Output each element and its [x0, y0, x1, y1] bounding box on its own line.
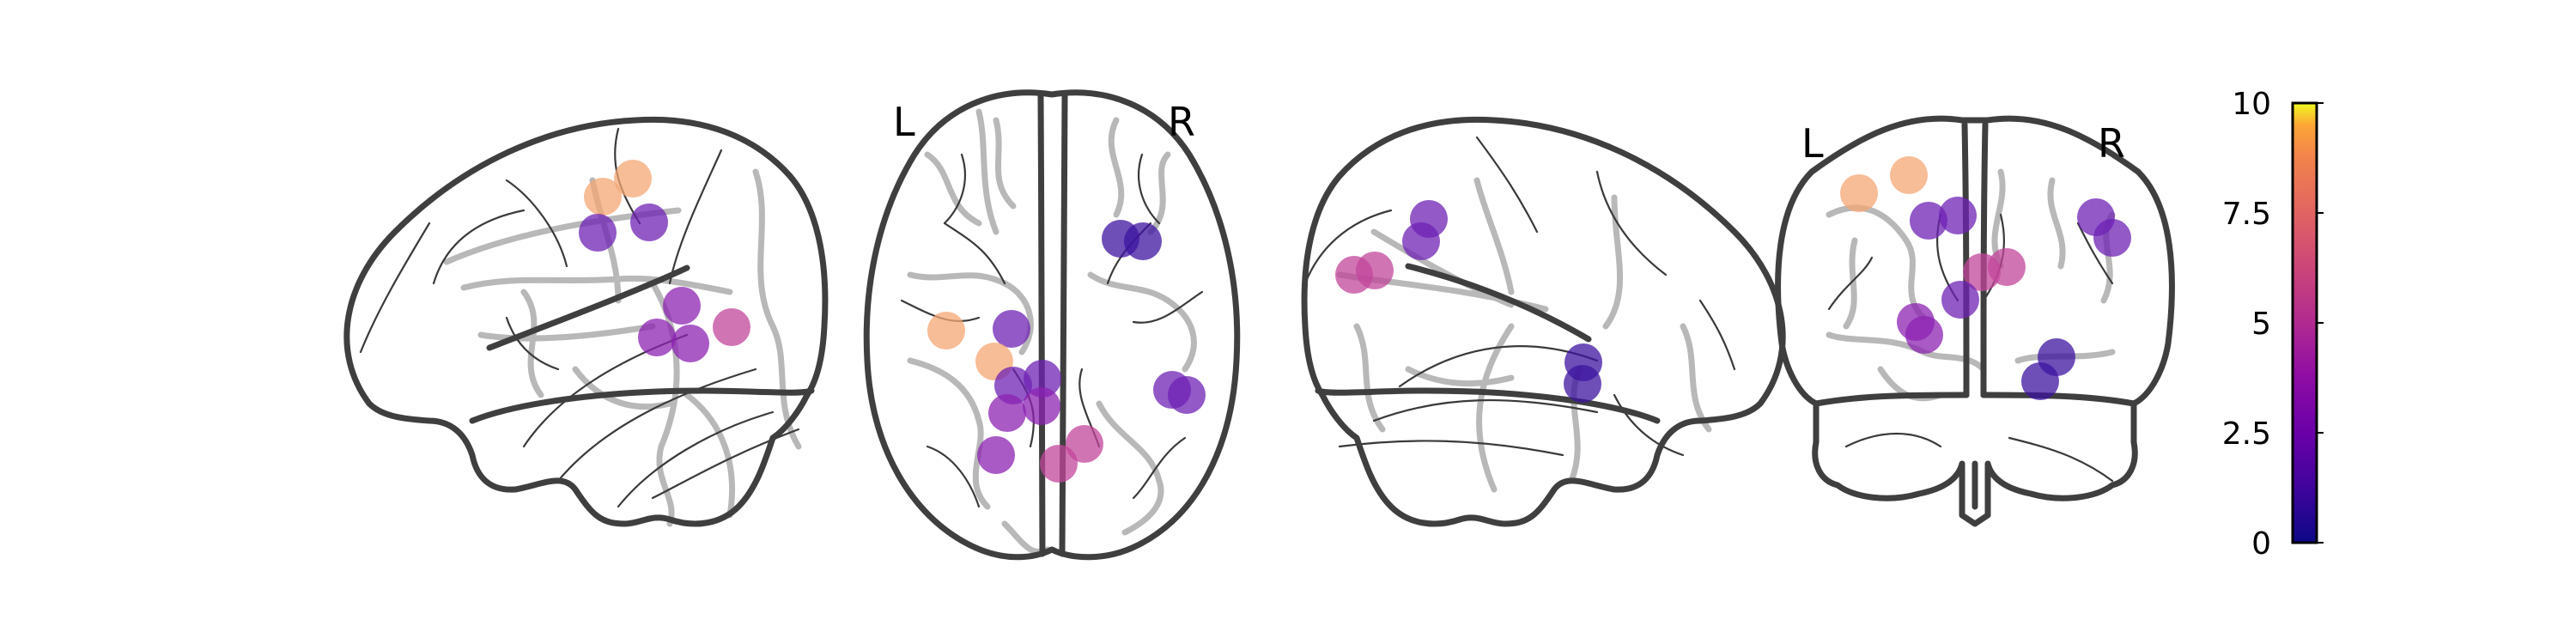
sagittal-left-inner-lines — [359, 127, 800, 508]
coronal-markers — [1840, 156, 2131, 400]
region-marker — [1988, 248, 2026, 286]
region-marker — [1905, 316, 1943, 354]
region-marker — [1356, 252, 1394, 289]
region-marker — [1066, 425, 1103, 463]
colorbar-tick-label: 0 — [2251, 526, 2271, 562]
sagittal-right-gray-sulci — [1336, 177, 1712, 493]
region-marker — [927, 312, 965, 349]
sagittal-right-view — [1301, 116, 1786, 527]
region-marker — [584, 178, 622, 216]
sagittal-right-markers — [1335, 200, 1602, 403]
region-marker — [977, 436, 1015, 474]
colorbar-ticks — [2317, 102, 2324, 544]
coronal-outline — [1775, 115, 2175, 527]
colorbar-tick-label: 10 — [2232, 87, 2271, 122]
axial-midline — [1037, 93, 1068, 557]
coronal-left-label: L — [1801, 120, 1824, 167]
region-marker — [579, 214, 617, 252]
region-marker — [630, 204, 668, 241]
colorbar-gradient — [2291, 101, 2318, 544]
region-marker — [1168, 376, 1206, 414]
region-marker — [1040, 445, 1078, 483]
region-marker — [663, 287, 701, 325]
sagittal-left-markers — [579, 160, 750, 362]
sagittal-left-cerebellum-line — [469, 387, 815, 424]
axial-gray-sulci — [907, 108, 1197, 556]
sagittal-left-sylvian-fissure — [486, 264, 690, 351]
coronal-right-label: R — [2098, 120, 2125, 167]
region-marker — [988, 394, 1026, 432]
colorbar-tick-label: 7.5 — [2222, 197, 2271, 232]
region-marker — [1124, 222, 1162, 260]
sagittal-right-sylvian-fissure — [1405, 263, 1592, 343]
region-marker — [993, 310, 1030, 348]
region-marker — [671, 325, 709, 362]
region-marker — [1910, 202, 1947, 240]
region-marker — [1564, 365, 1601, 403]
axial-right-label: R — [1168, 99, 1195, 145]
axial-view: L R — [863, 89, 1241, 561]
sagittal-right-cerebellum-line — [1315, 387, 1661, 424]
region-marker — [1840, 174, 1878, 212]
coronal-view: L R — [1775, 115, 2175, 527]
axial-left-label: L — [893, 99, 915, 145]
region-marker — [2021, 362, 2059, 400]
region-marker — [1939, 197, 1977, 234]
region-marker — [1890, 156, 1928, 194]
coronal-cerebellum-top — [1813, 392, 2137, 407]
region-marker — [614, 160, 652, 197]
sagittal-left-outline — [343, 116, 829, 527]
axial-markers — [927, 220, 1206, 483]
colorbar-tick-label: 2.5 — [2222, 416, 2271, 452]
region-marker — [1023, 387, 1060, 425]
region-marker — [713, 308, 750, 346]
sagittal-right-outline — [1301, 116, 1786, 527]
region-marker — [1024, 360, 1061, 398]
region-marker — [1402, 222, 1440, 260]
sagittal-left-gray-sulci — [443, 168, 802, 527]
axial-outline — [863, 89, 1241, 561]
region-marker — [1941, 281, 1979, 319]
colorbar: 0 2.5 5 7.5 10 — [2222, 87, 2324, 562]
sagittal-left-view — [343, 116, 829, 527]
colorbar-tick-label: 5 — [2251, 307, 2271, 342]
region-marker — [638, 319, 676, 356]
region-marker — [2093, 219, 2131, 257]
